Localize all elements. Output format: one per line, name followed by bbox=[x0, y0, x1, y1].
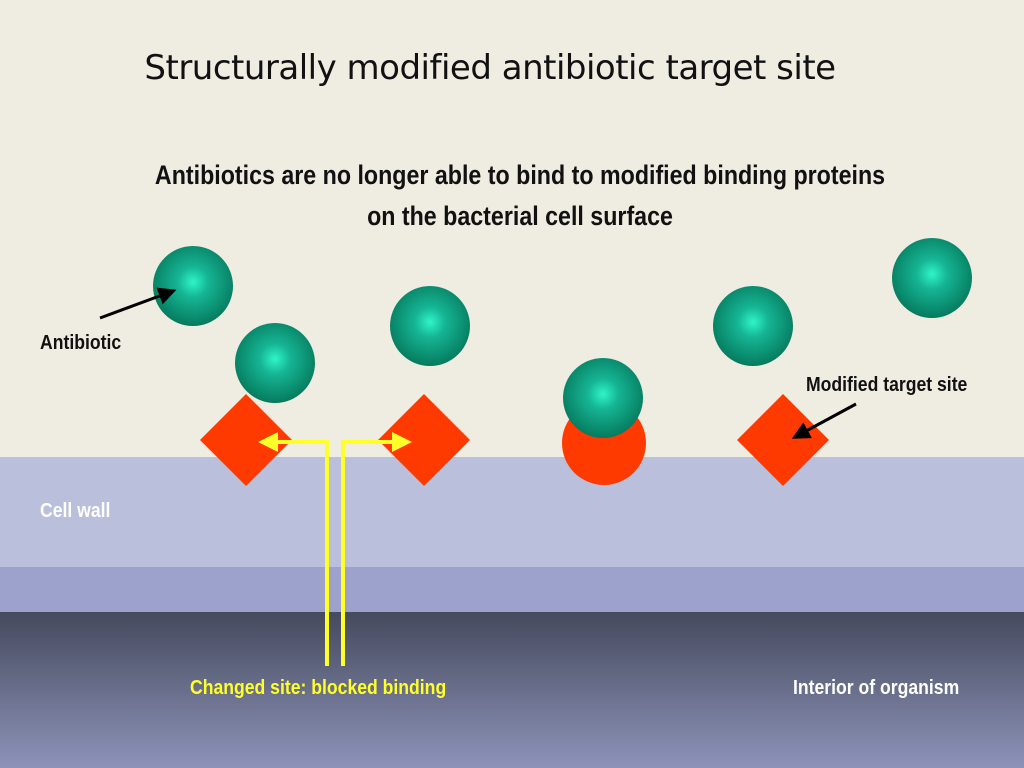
antibiotic-sphere-4 bbox=[713, 286, 793, 366]
changed-site-label: Changed site: blocked binding bbox=[190, 677, 447, 699]
cell-membrane-band bbox=[0, 567, 1024, 612]
antibiotic-sphere-1 bbox=[153, 246, 233, 326]
modified-target-site-2 bbox=[378, 394, 470, 486]
antibiotic-label: Antibiotic bbox=[40, 332, 122, 354]
modified-target-site-3 bbox=[737, 394, 829, 486]
subtitle-line-1: Antibiotics are no longer able to bind t… bbox=[154, 160, 886, 190]
antibiotic-sphere-5 bbox=[892, 238, 972, 318]
cell-wall-label: Cell wall bbox=[40, 500, 111, 522]
modified-target-site-1 bbox=[200, 394, 292, 486]
slide-subtitle: Antibiotics are no longer able to bind t… bbox=[99, 155, 942, 237]
modified-target-site-label: Modified target site bbox=[806, 374, 968, 396]
antibiotic-sphere-bound bbox=[563, 358, 643, 438]
subtitle-line-2: on the bacterial cell surface bbox=[367, 201, 673, 231]
antibiotic-sphere-3 bbox=[390, 286, 470, 366]
cell-wall-band bbox=[0, 457, 1024, 567]
blocked-binding-arrow-left bbox=[258, 432, 329, 666]
target-site-pointer-arrow bbox=[791, 402, 857, 439]
slide-title: Structurally modified antibiotic target … bbox=[144, 48, 836, 88]
antibiotic-pointer-arrow bbox=[99, 287, 177, 320]
blocked-binding-arrow-right bbox=[341, 432, 412, 666]
interior-band bbox=[0, 612, 1024, 768]
interior-label: Interior of organism bbox=[793, 677, 960, 699]
antibiotic-sphere-2 bbox=[235, 323, 315, 403]
